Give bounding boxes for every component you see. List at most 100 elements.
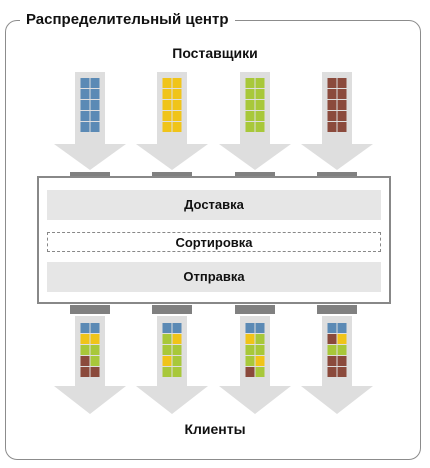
outbound-arrow-3: [219, 316, 291, 414]
outbound-arrow-2: [136, 316, 208, 414]
inbound-4-cell-4: [337, 89, 347, 99]
outbound-3-cell-9: [245, 367, 255, 377]
inbound-4-cell-6: [337, 100, 347, 110]
outbound-arrow-1: [54, 316, 126, 414]
outbound-3-cell-2: [255, 323, 265, 333]
inbound-3-cell-7: [245, 111, 255, 121]
outbound-3-cell-6: [255, 345, 265, 355]
stage-delivery: Доставка: [47, 190, 381, 220]
outbound-2-cell-5: [162, 345, 172, 355]
outbound-4-cell-6: [337, 345, 347, 355]
inbound-arrow-4: [301, 72, 373, 170]
inbound-4-cell-8: [337, 111, 347, 121]
outbound-4-cell-8: [337, 356, 347, 366]
outbound-1-cell-9: [80, 367, 90, 377]
inbound-2-cell-9: [162, 122, 172, 132]
diagram-title: Распределительный центр: [20, 10, 235, 30]
inbound-3-cell-5: [245, 100, 255, 110]
outbound-2-cell-1: [162, 323, 172, 333]
inbound-2-cell-1: [162, 78, 172, 88]
outbound-1-cell-3: [80, 334, 90, 344]
outbound-2-cell-3: [162, 334, 172, 344]
inbound-3-cell-9: [245, 122, 255, 132]
inbound-1-cell-7: [80, 111, 90, 121]
distribution-center-box: Доставка Сортировка Отправка: [37, 176, 391, 304]
inbound-4-cell-9: [327, 122, 337, 132]
outbound-3-cell-10: [255, 367, 265, 377]
outbound-4-cell-1: [327, 323, 337, 333]
outbound-4-cell-10: [337, 367, 347, 377]
outbound-3-cell-1: [245, 323, 255, 333]
inbound-4-cell-1: [327, 78, 337, 88]
outbound-3-cell-5: [245, 345, 255, 355]
inbound-4-cell-2: [337, 78, 347, 88]
inbound-arrow-1: [54, 72, 126, 170]
inbound-3-cell-8: [255, 111, 265, 121]
outbound-2-cell-4: [172, 334, 182, 344]
outbound-3-cell-7: [245, 356, 255, 366]
inbound-2-cell-7: [162, 111, 172, 121]
clients-label: Клиенты: [184, 421, 246, 437]
outbound-2-cell-7: [162, 356, 172, 366]
inbound-3-cell-3: [245, 89, 255, 99]
suppliers-label: Поставщики: [172, 45, 258, 61]
outbound-2-cell-9: [162, 367, 172, 377]
outbound-1-cell-2: [90, 323, 100, 333]
inbound-2-cell-2: [172, 78, 182, 88]
inbound-2-cell-3: [162, 89, 172, 99]
outbound-1-cell-7: [80, 356, 90, 366]
outbound-2-cell-8: [172, 356, 182, 366]
outbound-1-cell-5: [80, 345, 90, 355]
outbound-4-cell-5: [327, 345, 337, 355]
outbound-4-cell-9: [327, 367, 337, 377]
inbound-3-cell-1: [245, 78, 255, 88]
inbound-1-cell-6: [90, 100, 100, 110]
inbound-4-cell-7: [327, 111, 337, 121]
inbound-1-cell-3: [80, 89, 90, 99]
outbound-dock-2: [152, 305, 192, 314]
outbound-1-cell-6: [90, 345, 100, 355]
inbound-arrow-2: [136, 72, 208, 170]
inbound-1-cell-4: [90, 89, 100, 99]
outbound-4-cell-3: [327, 334, 337, 344]
outbound-3-cell-3: [245, 334, 255, 344]
outbound-1-cell-10: [90, 367, 100, 377]
inbound-4-cell-10: [337, 122, 347, 132]
inbound-arrow-3: [219, 72, 291, 170]
inbound-1-cell-8: [90, 111, 100, 121]
outbound-4-cell-4: [337, 334, 347, 344]
outbound-3-cell-8: [255, 356, 265, 366]
outbound-dock-3: [235, 305, 275, 314]
inbound-1-cell-5: [80, 100, 90, 110]
inbound-1-cell-2: [90, 78, 100, 88]
inbound-1-cell-1: [80, 78, 90, 88]
inbound-2-cell-6: [172, 100, 182, 110]
inbound-3-cell-10: [255, 122, 265, 132]
inbound-2-cell-5: [162, 100, 172, 110]
inbound-2-cell-8: [172, 111, 182, 121]
outbound-2-cell-10: [172, 367, 182, 377]
inbound-3-cell-2: [255, 78, 265, 88]
inbound-2-cell-4: [172, 89, 182, 99]
inbound-4-cell-5: [327, 100, 337, 110]
outbound-4-cell-2: [337, 323, 347, 333]
outbound-1-cell-8: [90, 356, 100, 366]
stage-dispatch: Отправка: [47, 262, 381, 292]
outbound-2-cell-2: [172, 323, 182, 333]
inbound-3-cell-4: [255, 89, 265, 99]
outbound-dock-4: [317, 305, 357, 314]
inbound-2-cell-10: [172, 122, 182, 132]
outbound-1-cell-4: [90, 334, 100, 344]
inbound-1-cell-10: [90, 122, 100, 132]
outbound-arrow-4: [301, 316, 373, 414]
outbound-4-cell-7: [327, 356, 337, 366]
inbound-4-cell-3: [327, 89, 337, 99]
outbound-3-cell-4: [255, 334, 265, 344]
outbound-dock-1: [70, 305, 110, 314]
outbound-1-cell-1: [80, 323, 90, 333]
outbound-2-cell-6: [172, 345, 182, 355]
stage-sorting: Сортировка: [47, 232, 381, 252]
inbound-3-cell-6: [255, 100, 265, 110]
inbound-1-cell-9: [80, 122, 90, 132]
